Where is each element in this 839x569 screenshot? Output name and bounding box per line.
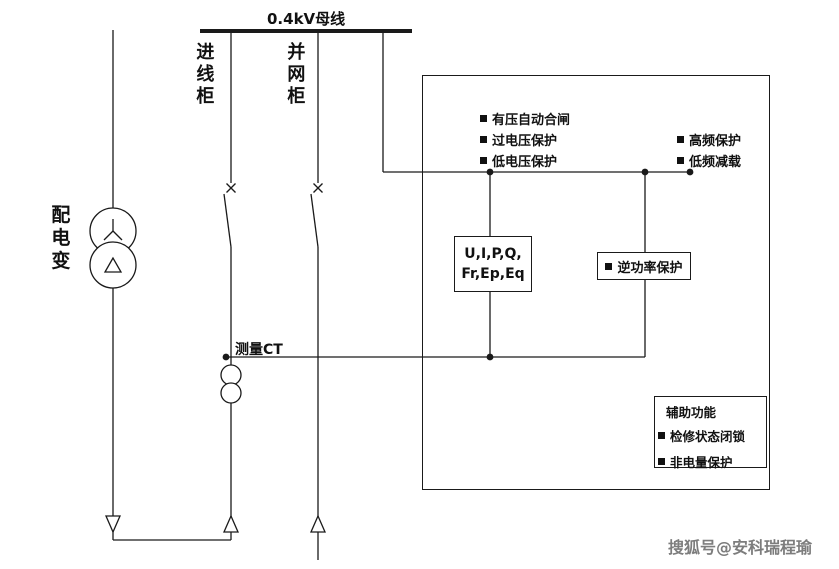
measurement-line2: Fr,Ep,Eq bbox=[461, 266, 525, 282]
protection-label: 过电压保护 bbox=[492, 134, 558, 149]
arrow-down-icon bbox=[105, 515, 121, 534]
busbar-label: 0.4kV母线 bbox=[267, 10, 346, 28]
junction-dots bbox=[222, 168, 694, 361]
grid-breaker-icon bbox=[310, 183, 323, 248]
protection-label: 有压自动合闸 bbox=[492, 113, 571, 128]
protection-functions-box bbox=[422, 75, 770, 490]
protection-item: 低频减载 bbox=[677, 151, 741, 170]
aux-functions-box: 辅助功能 检修状态闭锁 非电量保护 bbox=[654, 396, 767, 471]
aux-item-label: 非电量保护 bbox=[670, 455, 733, 470]
protection-label: 低电压保护 bbox=[492, 155, 558, 170]
bullet-icon bbox=[480, 115, 487, 122]
transformer-delta-icon bbox=[103, 256, 123, 273]
protection-item: 低电压保护 bbox=[480, 151, 557, 170]
aux-item: 检修状态闭锁 bbox=[658, 426, 763, 445]
incoming-cabinet-label: 进线柜 bbox=[196, 42, 215, 107]
transformer-wye-icon bbox=[103, 219, 123, 241]
protection-label: 低频减载 bbox=[689, 155, 742, 170]
reverse-power-label: 逆功率保护 bbox=[617, 260, 683, 276]
bullet-icon bbox=[480, 157, 487, 164]
measurement-box: U,I,P,Q, Fr,Ep,Eq bbox=[454, 236, 532, 292]
aux-box-title: 辅助功能 bbox=[666, 405, 717, 420]
bullet-icon bbox=[605, 262, 613, 270]
aux-item: 非电量保护 bbox=[658, 452, 763, 471]
bullet-icon bbox=[480, 136, 487, 143]
reverse-power-box: 逆功率保护 bbox=[597, 252, 691, 280]
grid-cabinet-label: 并网柜 bbox=[287, 42, 306, 107]
ct-icon bbox=[220, 364, 242, 404]
bullet-icon bbox=[658, 432, 665, 439]
incoming-breaker-icon bbox=[223, 183, 236, 248]
transformer-label: 配电变 bbox=[51, 204, 71, 273]
protection-item: 高频保护 bbox=[677, 130, 741, 149]
bullet-icon bbox=[677, 157, 684, 164]
ct-label: 测量CT bbox=[235, 342, 283, 358]
protection-item: 过电压保护 bbox=[480, 130, 557, 149]
bullet-icon bbox=[658, 458, 665, 465]
arrow-up-incoming-icon bbox=[223, 514, 239, 533]
bullet-icon bbox=[677, 136, 684, 143]
arrow-up-grid-icon bbox=[310, 514, 326, 533]
protection-label: 高频保护 bbox=[689, 134, 742, 149]
protection-item: 有压自动合闸 bbox=[480, 109, 570, 128]
aux-item-label: 检修状态闭锁 bbox=[670, 429, 746, 444]
measurement-line1: U,I,P,Q, bbox=[464, 245, 522, 262]
watermark-text: 搜狐号@安科瑞程瑜 bbox=[668, 538, 813, 557]
